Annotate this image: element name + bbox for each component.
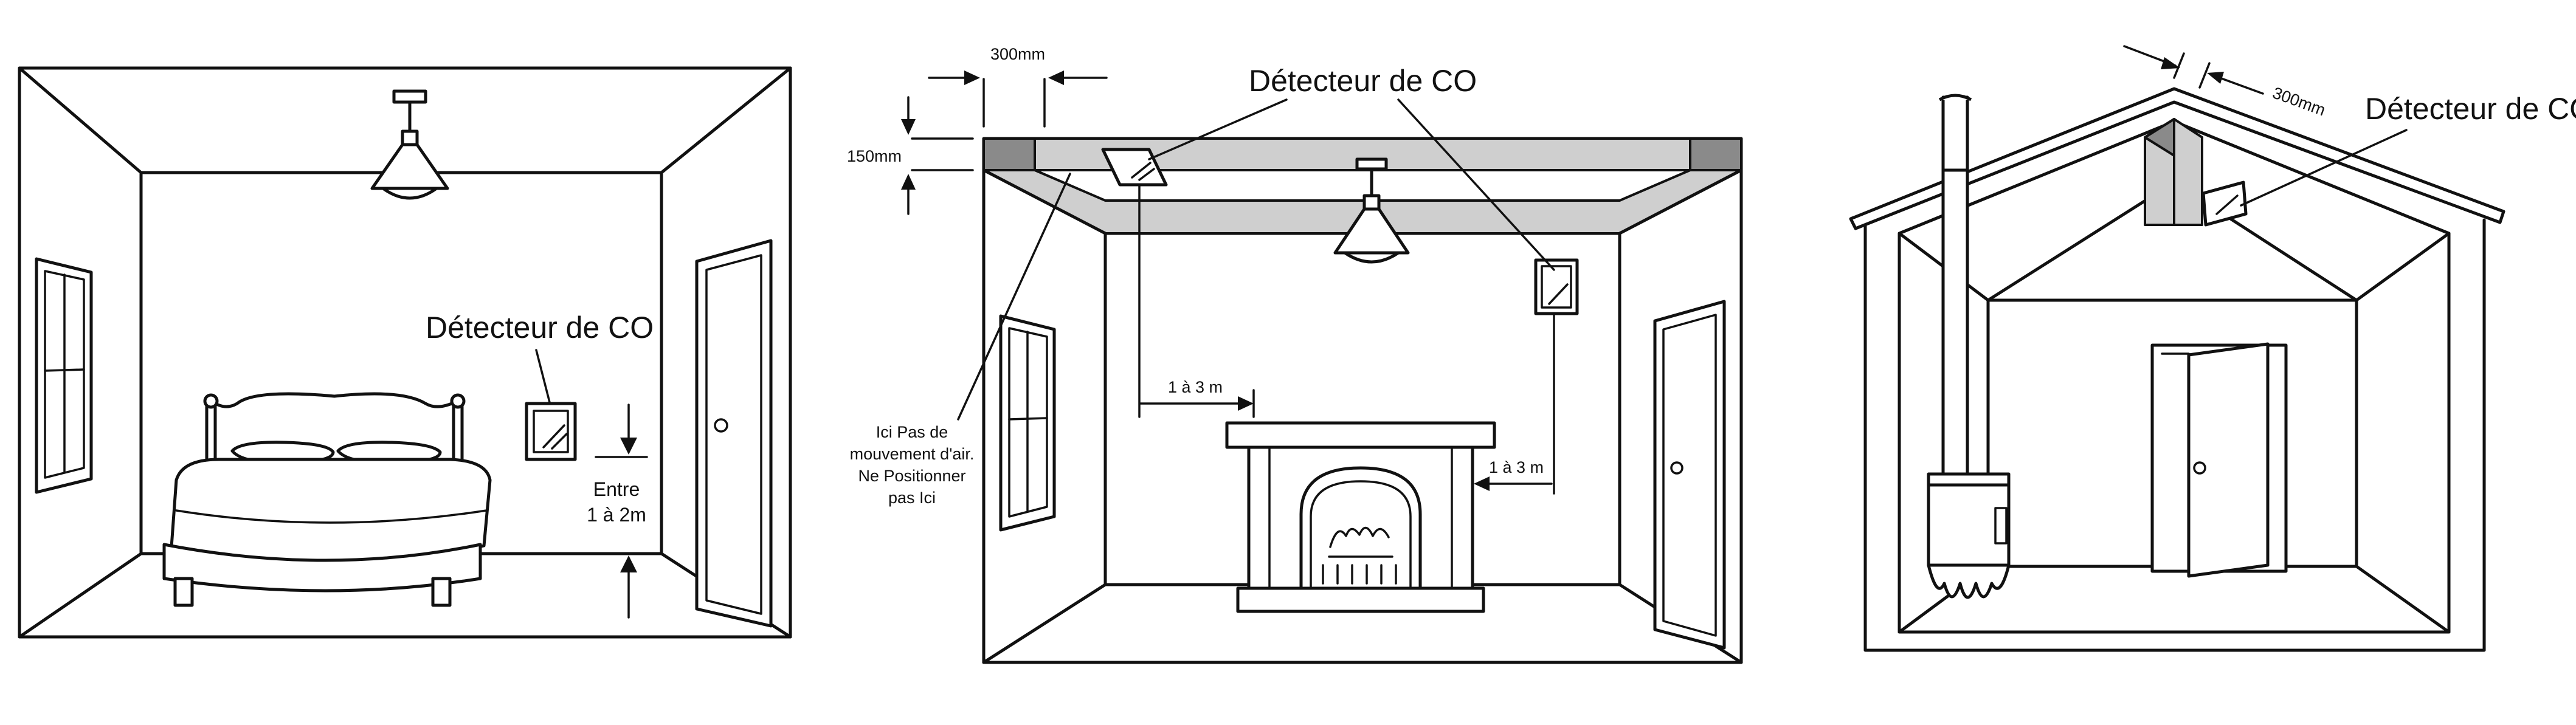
door-icon	[695, 239, 773, 628]
bedroom-detector-leader	[535, 349, 551, 404]
height-label-line1: Entre	[593, 478, 640, 500]
dim-300mm-label: 300mm	[990, 45, 1045, 63]
height-label-line2: 1 à 2m	[587, 504, 646, 526]
wall-co-detector-icon	[1534, 258, 1579, 315]
chimney-icon	[1941, 95, 1969, 172]
living-door-icon	[1653, 300, 1726, 650]
open-door-icon	[2150, 342, 2288, 578]
clearance-dimensions	[901, 70, 1108, 215]
distance-left-label: 1 à 3 m	[1168, 378, 1223, 396]
window-icon	[35, 257, 93, 494]
distance-right-label: 1 à 3 m	[1489, 458, 1544, 476]
no-airflow-line2: mouvement d'air.	[850, 445, 975, 463]
no-airflow-line1: Ici Pas de	[876, 423, 948, 441]
roof-detector-label: Détecteur de CO	[2365, 92, 2576, 126]
bedroom-frame	[18, 66, 792, 639]
slope-dimension	[2123, 45, 2264, 95]
bedroom-detector-label: Détecteur de CO	[426, 311, 654, 345]
fireplace-icon	[1225, 421, 1496, 613]
ceiling-lamp-icon	[370, 89, 449, 200]
no-airflow-leader	[957, 173, 1071, 421]
no-airflow-line4: pas Ici	[888, 489, 936, 507]
leader-to-ceiling-detector	[1148, 98, 1288, 160]
distance-markers	[1138, 185, 1555, 495]
slope-300mm-label: 300mm	[2270, 83, 2328, 119]
panel-bedroom: Détecteur de CO Entre 1 à 2m	[18, 66, 792, 639]
living-detector-label: Détecteur de CO	[1249, 64, 1477, 98]
roof-outline	[1849, 87, 2505, 230]
bed-icon	[162, 392, 492, 607]
roof-detector-leader	[2240, 129, 2408, 207]
roof-co-detector-icon	[2201, 180, 2248, 227]
no-airflow-line3: Ne Positionner	[858, 467, 965, 485]
interior-outline	[1897, 120, 2451, 634]
height-dimension	[595, 404, 648, 619]
panel-living-room: 300mm 150mm Détecteur de CO	[847, 45, 1743, 664]
living-ceiling-lamp-icon	[1333, 157, 1410, 264]
panel-pitched-roof: Détecteur de CO 300mm	[1849, 45, 2576, 652]
wood-stove-icon	[1927, 168, 2011, 599]
co-detector-icon	[525, 402, 577, 461]
leader-to-wall-detector	[1397, 98, 1555, 271]
dim-150mm-label: 150mm	[847, 147, 902, 165]
living-window-icon	[999, 314, 1056, 532]
